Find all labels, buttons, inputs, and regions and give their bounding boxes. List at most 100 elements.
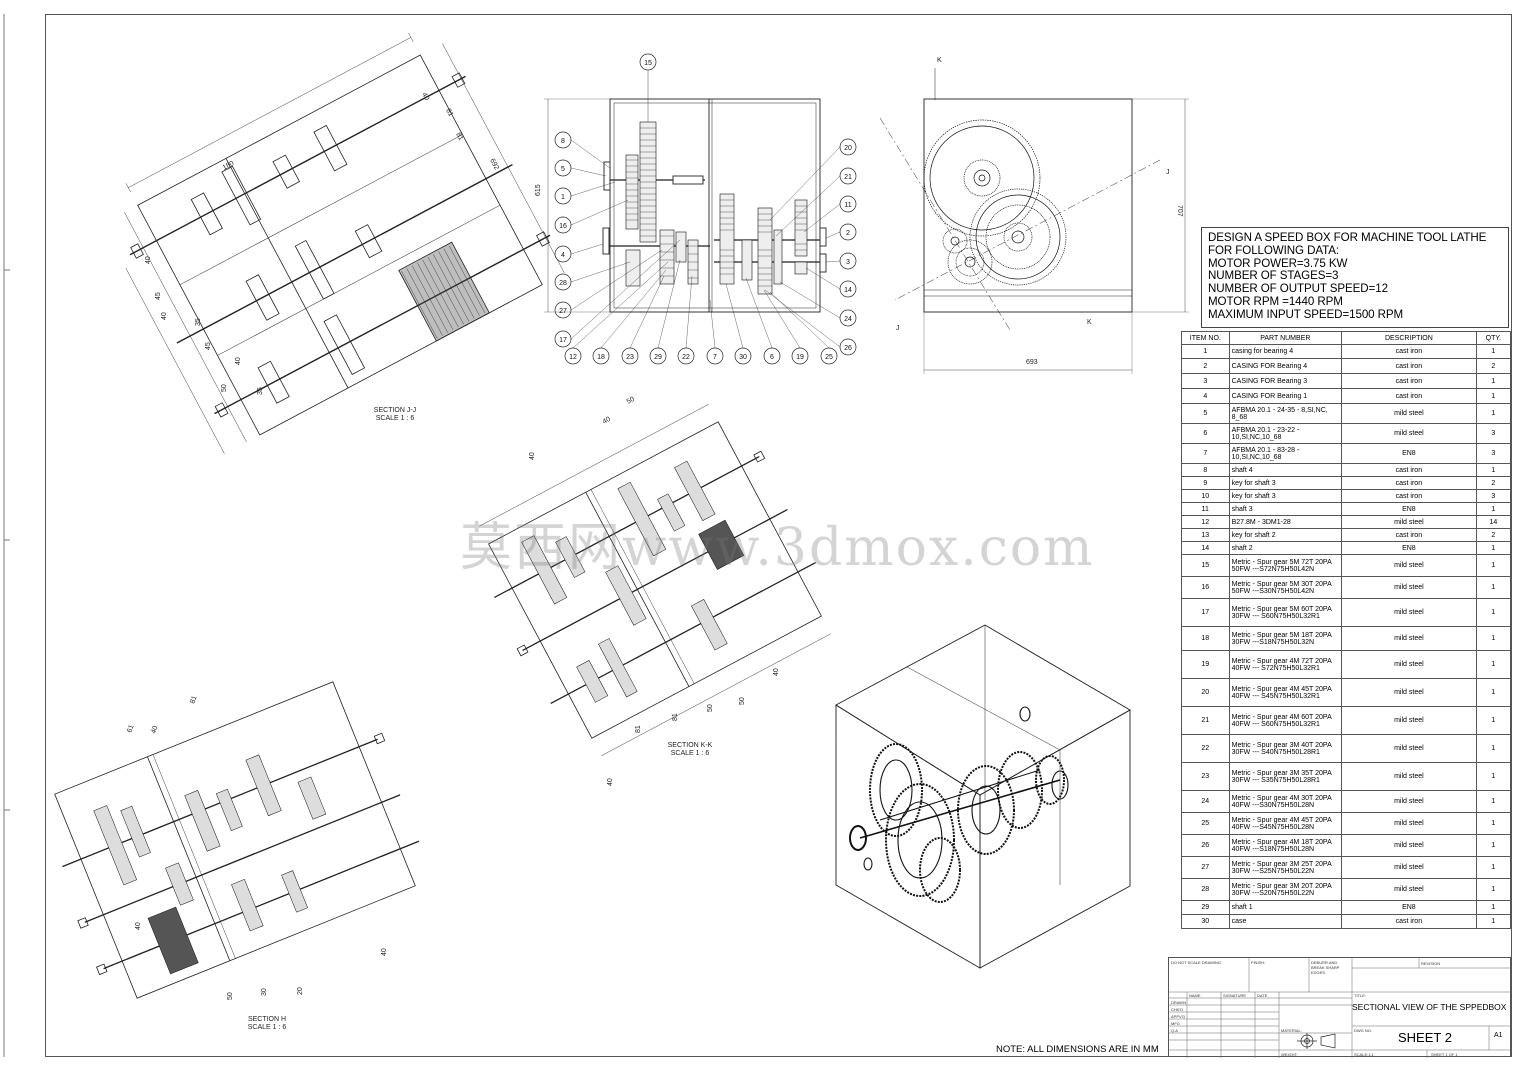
bom-part-number: key for shaft 3 — [1228, 489, 1343, 503]
tb-date-col: DATE — [1257, 993, 1268, 998]
section-jj-dimension-text: 180 40 81 81 692 40 45 40 35 45 40 50 35 — [145, 92, 500, 395]
bom-item-number: 11 — [1181, 502, 1230, 516]
bom-item-number: 30 — [1181, 914, 1230, 929]
tb-weight: WEIGHT: — [1281, 1052, 1298, 1057]
bom-quantity: 1 — [1475, 463, 1512, 477]
bom-description: EN8 — [1341, 502, 1477, 516]
bom-description: cast iron — [1341, 373, 1477, 389]
svg-text:23: 23 — [626, 354, 634, 361]
bom-description: mild steel — [1341, 790, 1477, 813]
bom-item-number: 7 — [1181, 443, 1230, 464]
bom-description: EN8 — [1341, 443, 1477, 464]
bom-description: mild steel — [1341, 856, 1477, 879]
svg-text:50: 50 — [227, 992, 234, 1000]
bom-quantity: 1 — [1475, 900, 1512, 915]
requirement-line: NUMBER OF STAGES=3 — [1208, 269, 1339, 283]
bom-header-row: ITEM NO. PART NUMBER DESCRIPTION QTY. — [1181, 331, 1512, 345]
svg-text:81: 81 — [189, 695, 198, 705]
bom-description: mild steel — [1341, 598, 1477, 627]
bom-header-item: ITEM NO. — [1181, 331, 1230, 345]
bom-part-number: shaft 4 — [1228, 463, 1343, 477]
bom-part-number: Metric - Spur gear 4M 30T 20PA 40FW ---S… — [1228, 790, 1343, 813]
bom-description: cast iron — [1341, 476, 1477, 490]
bom-quantity: 2 — [1475, 528, 1512, 542]
svg-text:50: 50 — [221, 384, 228, 392]
tb-role: APPV'D — [1171, 1014, 1186, 1019]
bom-description: mild steel — [1341, 734, 1477, 763]
svg-text:40: 40 — [135, 922, 142, 930]
bom-description: mild steel — [1341, 423, 1477, 444]
svg-text:40: 40 — [773, 668, 780, 676]
svg-text:4: 4 — [561, 252, 565, 259]
svg-text:40: 40 — [150, 725, 159, 735]
svg-text:24: 24 — [844, 316, 852, 323]
jj-dim-180: 180 — [222, 160, 236, 172]
bom-item-number: 6 — [1181, 423, 1230, 444]
tb-revision: REVISION — [1421, 961, 1441, 966]
bom-description: mild steel — [1341, 878, 1477, 901]
svg-text:29: 29 — [654, 354, 662, 361]
bom-quantity: 1 — [1475, 554, 1512, 577]
bom-quantity: 1 — [1475, 914, 1512, 929]
tb-signature-col: SIGNATURE — [1223, 993, 1247, 998]
bom-quantity: 1 — [1475, 834, 1512, 857]
bom-item-number: 18 — [1181, 626, 1230, 651]
design-requirements-box: DESIGN A SPEED BOX FOR MACHINE TOOL LATH… — [1201, 227, 1509, 328]
bom-description: mild steel — [1341, 515, 1477, 529]
bom-part-number: Metric - Spur gear 3M 20T 20PA 30FW ---S… — [1228, 878, 1343, 901]
section-jj-view — [124, 32, 565, 454]
bom-quantity: 3 — [1475, 443, 1512, 464]
bom-quantity: 1 — [1475, 373, 1512, 389]
bom-part-number: Metric - Spur gear 3M 25T 20PA 30FW ---S… — [1228, 856, 1343, 879]
isometric-gears — [849, 706, 1069, 903]
svg-text:40: 40 — [161, 312, 168, 320]
requirement-line: FOR FOLLOWING DATA: — [1208, 243, 1340, 257]
svg-text:28: 28 — [559, 280, 567, 287]
bom-description: cast iron — [1341, 358, 1477, 374]
tb-title-label: TITLE: — [1354, 993, 1367, 998]
bom-quantity: 14 — [1475, 515, 1512, 529]
side-view-labels: 693 707 K J J K — [896, 57, 1183, 366]
svg-text:5: 5 — [561, 166, 565, 173]
title-block-grid — [1169, 958, 1512, 1058]
bom-description: cast iron — [1341, 463, 1477, 477]
bom-part-number: Metric - Spur gear 5M 72T 20PA 50FW ---S… — [1228, 554, 1343, 577]
section-h-view — [54, 681, 420, 999]
bom-item-number: 10 — [1181, 489, 1230, 503]
tb-role: Q.A — [1171, 1028, 1178, 1033]
svg-text:6: 6 — [770, 354, 774, 361]
requirement-line: DESIGN A SPEED BOX FOR MACHINE TOOL LATH… — [1208, 231, 1487, 244]
svg-text:7: 7 — [713, 354, 717, 361]
tb-dwg-no: DWG NO. — [1354, 1028, 1372, 1033]
svg-text:3: 3 — [846, 259, 850, 266]
side-view — [879, 68, 1189, 374]
bom-description: EN8 — [1341, 900, 1477, 915]
sheet-size: A1 — [1494, 1032, 1503, 1039]
dimensions-note: NOTE: ALL DIMENSIONS ARE IN MM — [996, 1044, 1159, 1055]
svg-text:81: 81 — [454, 132, 464, 142]
bom-part-number: B27.8M - 3DM1-28 — [1228, 515, 1343, 529]
bom-quantity: 2 — [1475, 476, 1512, 490]
bom-part-number: casing for bearing 4 — [1228, 344, 1343, 359]
isometric-view — [835, 624, 1131, 969]
svg-text:40: 40 — [529, 452, 536, 460]
bom-quantity: 1 — [1475, 790, 1512, 813]
bom-item-number: 16 — [1181, 576, 1230, 599]
bom-item-number: 27 — [1181, 856, 1230, 879]
svg-text:14: 14 — [844, 287, 852, 294]
bom-description: cast iron — [1341, 528, 1477, 542]
svg-text:81: 81 — [444, 108, 454, 118]
bom-description: cast iron — [1341, 489, 1477, 503]
svg-text:11: 11 — [844, 202, 851, 209]
bom-item-number: 12 — [1181, 515, 1230, 529]
